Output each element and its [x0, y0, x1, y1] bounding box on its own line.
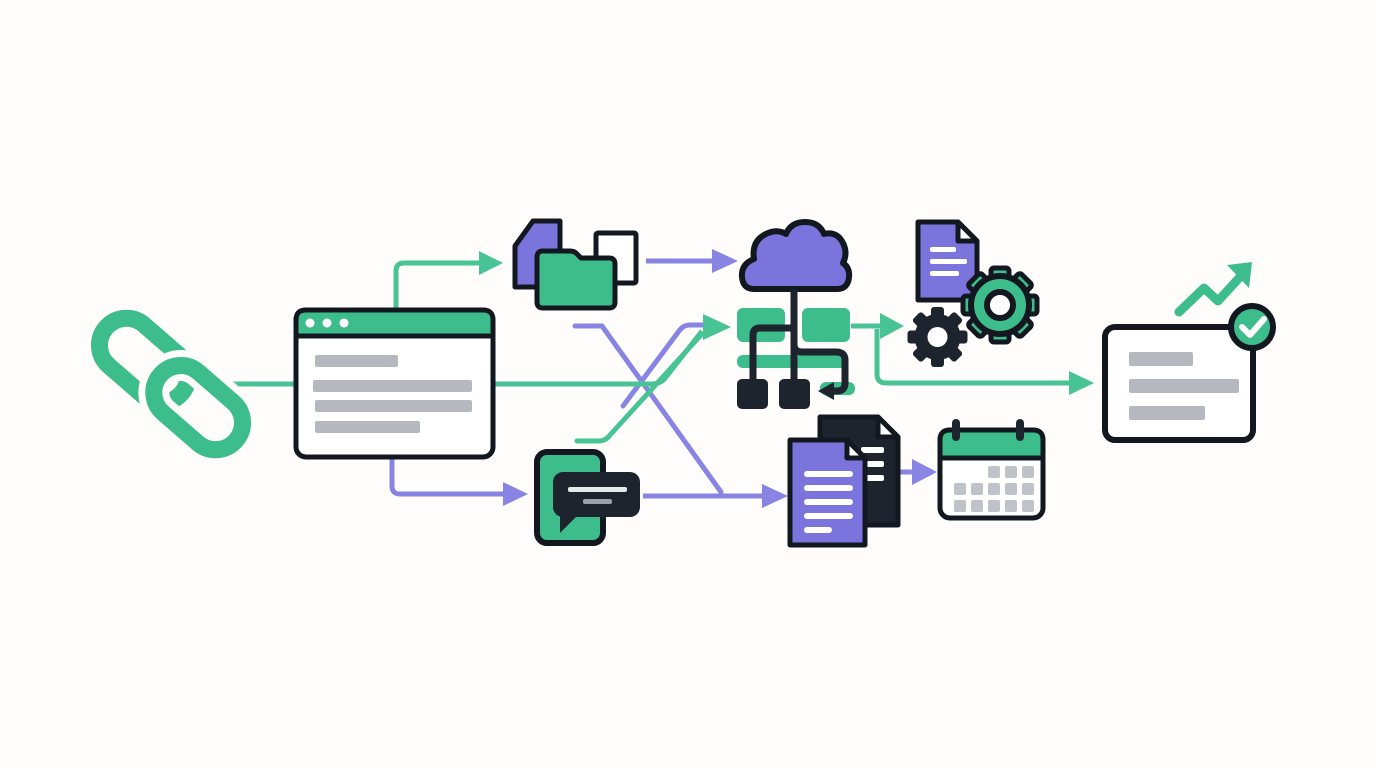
- chain-link-icon: [90, 309, 259, 466]
- gears-document-icon: [907, 219, 1040, 367]
- browser-text-placeholder: [313, 355, 472, 433]
- connector-chat-to-documents: [643, 484, 788, 508]
- check-badge-icon: [1228, 303, 1276, 351]
- calendar-icon: [937, 419, 1046, 521]
- calendar-peg: [952, 419, 960, 441]
- connector-sitemap-to-gears: [851, 313, 904, 339]
- settings-doc-icon: [915, 219, 980, 303]
- green-gear-icon: [960, 265, 1040, 345]
- report-text-placeholder: [1129, 352, 1239, 420]
- connector-browser-to-documents: [572, 323, 724, 495]
- browser-window: [293, 307, 496, 460]
- connector-chat-to-sitemap: [620, 322, 716, 409]
- connector-browser-to-files: [393, 251, 503, 310]
- speech-bubble-icon: [553, 472, 640, 533]
- sitemap-flowchart-icon: [737, 300, 855, 409]
- connector-browser-to-sitemap: [494, 314, 731, 444]
- chat-message-icon: [534, 449, 640, 546]
- connector-browser-to-chat: [389, 457, 528, 506]
- calendar-day-cells: [954, 466, 1034, 512]
- sitemap-node: [737, 379, 768, 409]
- document-stack-icon: [787, 414, 901, 548]
- front-document-icon: [787, 437, 868, 548]
- browser-titlebar: [293, 307, 496, 339]
- dark-gear-icon: [907, 307, 968, 367]
- connector-documents-to-calendar: [898, 459, 937, 485]
- browser-traffic-dots: [305, 318, 349, 328]
- files-folder-icon: [512, 218, 639, 311]
- sitemap-node: [779, 379, 810, 409]
- folder-icon: [534, 248, 618, 311]
- connector-files-to-cloud: [646, 249, 738, 273]
- connector-sitemap-to-report: [874, 329, 1094, 395]
- report-card-icon: [1102, 262, 1276, 443]
- growth-arrow-icon: [1174, 262, 1252, 317]
- cloud-icon: [738, 219, 853, 312]
- calendar-peg: [1016, 419, 1024, 441]
